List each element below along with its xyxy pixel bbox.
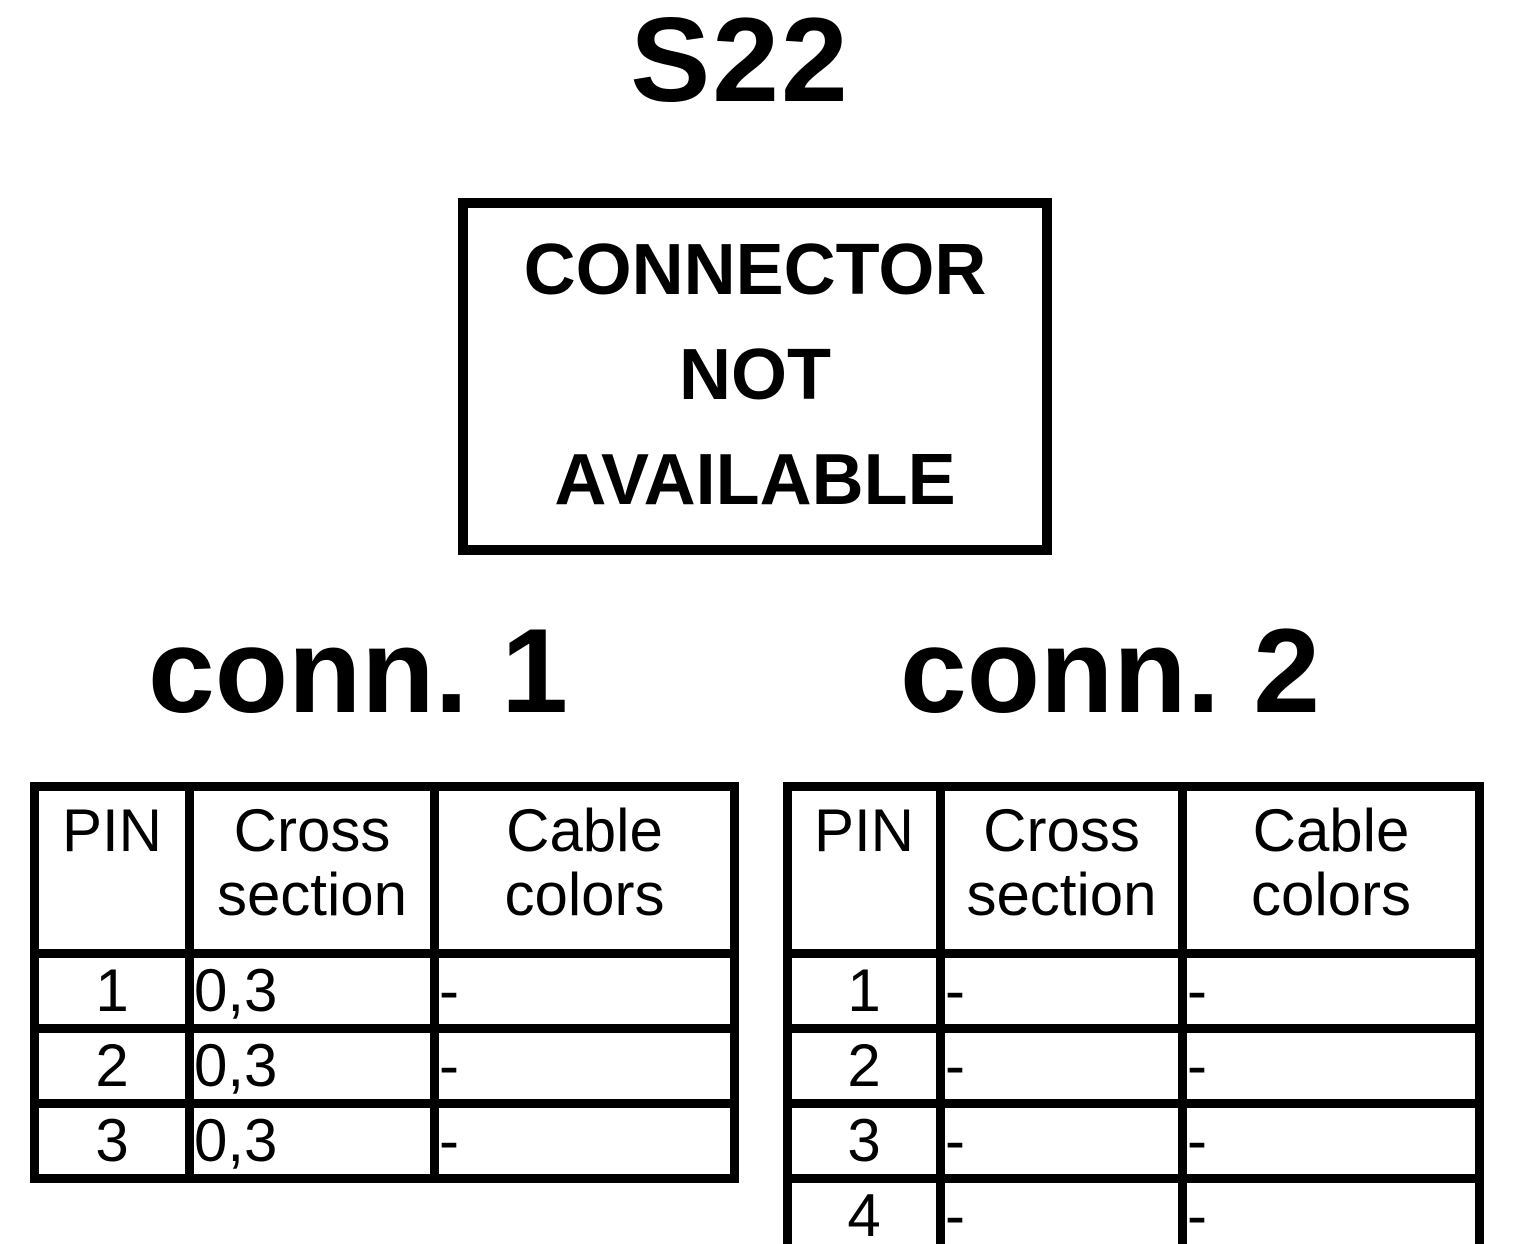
conn-1-header-cross-section: Cross section — [185, 782, 439, 958]
conn-2-pin-number: 4 — [783, 1174, 945, 1244]
conn-1-cross-section-value: 0,3 — [185, 1099, 439, 1183]
table-row: 2 0,3 - — [30, 1024, 739, 1108]
conn-1-heading: conn. 1 — [147, 604, 569, 738]
notice-line-3: AVAILABLE — [554, 440, 956, 520]
table-row: 2 - - — [783, 1024, 1484, 1108]
page-title: S22 — [630, 0, 850, 127]
conn-2-header-row: PIN Cross section Cable colors — [783, 782, 1484, 958]
conn-1-cable-color-value: - — [430, 949, 739, 1033]
conn-1-cross-section-value: 0,3 — [185, 1024, 439, 1108]
conn-2-pin-number: 3 — [783, 1099, 945, 1183]
conn-2-cable-color-value: - — [1178, 949, 1484, 1033]
conn-2-header-cross-section: Cross section — [936, 782, 1187, 958]
conn-1-header-pin: PIN — [30, 782, 194, 958]
table-row: 1 - - — [783, 949, 1484, 1033]
conn-2-cable-color-value: - — [1178, 1024, 1484, 1108]
table-row: 1 0,3 - — [30, 949, 739, 1033]
table-row: 3 0,3 - — [30, 1099, 739, 1183]
conn-1-header-cable-colors: Cable colors — [430, 782, 739, 958]
notice-line-1: CONNECTOR — [523, 230, 987, 310]
conn-2-heading: conn. 2 — [899, 604, 1321, 738]
conn-1-header-row: PIN Cross section Cable colors — [30, 782, 739, 958]
conn-2-table: PIN Cross section Cable colors 1 - - 2 -… — [783, 782, 1484, 1244]
conn-2-cross-section-value: - — [936, 1174, 1187, 1244]
conn-2-cable-color-value: - — [1178, 1174, 1484, 1244]
conn-1-table: PIN Cross section Cable colors 1 0,3 - 2… — [30, 782, 739, 1183]
conn-2-pin-number: 1 — [783, 949, 945, 1033]
conn-1-cross-section-value: 0,3 — [185, 949, 439, 1033]
conn-2-cross-section-value: - — [936, 949, 1187, 1033]
conn-1-pin-number: 1 — [30, 949, 194, 1033]
table-row: 3 - - — [783, 1099, 1484, 1183]
conn-1-pin-number: 2 — [30, 1024, 194, 1108]
notice-line-2: NOT — [679, 335, 831, 415]
conn-2-cross-section-value: - — [936, 1024, 1187, 1108]
conn-2-header-cable-colors: Cable colors — [1178, 782, 1484, 958]
conn-2-header-pin: PIN — [783, 782, 945, 958]
connector-not-available-box: CONNECTOR NOT AVAILABLE — [458, 198, 1052, 555]
table-row: 4 - - — [783, 1174, 1484, 1244]
conn-1-cable-color-value: - — [430, 1024, 739, 1108]
conn-2-cable-color-value: - — [1178, 1099, 1484, 1183]
conn-2-cross-section-value: - — [936, 1099, 1187, 1183]
conn-1-pin-number: 3 — [30, 1099, 194, 1183]
conn-2-pin-number: 2 — [783, 1024, 945, 1108]
conn-1-cable-color-value: - — [430, 1099, 739, 1183]
